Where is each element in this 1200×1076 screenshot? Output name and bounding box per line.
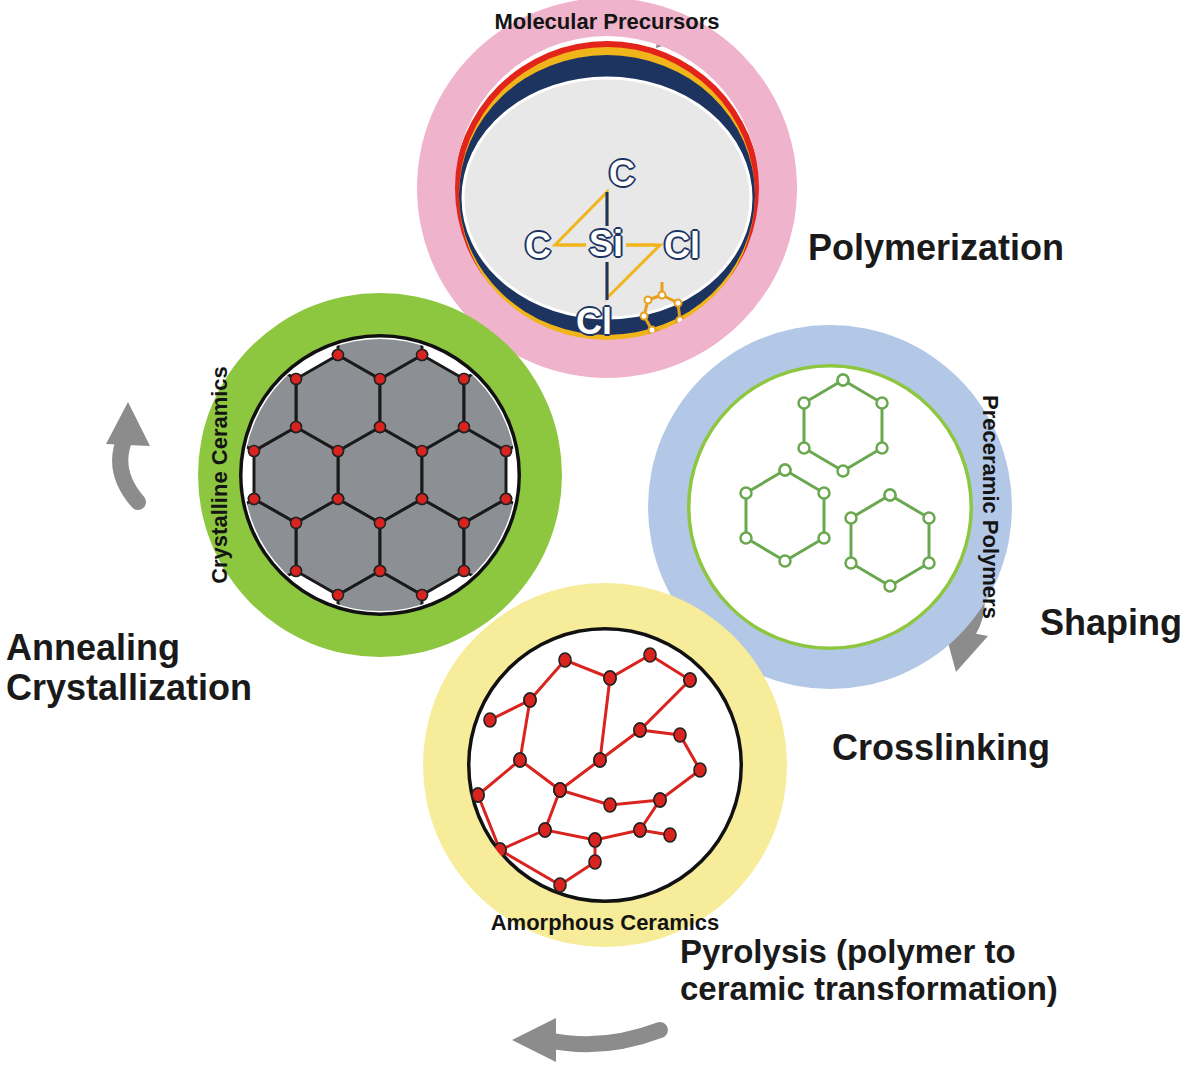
circle-title: Amorphous Ceramics	[491, 910, 720, 936]
atom-symbol: C	[525, 225, 551, 267]
step-label: Shaping	[1040, 603, 1182, 643]
polymer-illustration	[688, 365, 972, 649]
atom-symbol: Si	[586, 226, 626, 262]
arrow-heads	[106, 6, 988, 1062]
atom-symbol: C	[609, 153, 635, 195]
circle-title: Crystalline Ceramics	[207, 366, 233, 584]
ring-outline	[198, 293, 562, 657]
cycle-arrows	[120, 17, 977, 1045]
atom-symbol: Cl	[576, 301, 612, 343]
crystalline-circle: Crystalline Ceramics	[198, 293, 562, 657]
network-illustration	[468, 628, 742, 902]
ring-band	[198, 293, 562, 657]
step-label: Crosslinking	[832, 728, 1050, 768]
ring-band	[423, 583, 787, 947]
step-label: Annealing Crystallization	[6, 628, 336, 709]
circle-title: Preceramic Polymers	[977, 395, 1003, 619]
circle-title: Molecular Precursors	[495, 9, 720, 35]
step-label: Pyrolysis (polymer to ceramic transforma…	[680, 934, 1080, 1008]
atom-symbol: Cl	[664, 225, 700, 267]
amorphous-circle: Amorphous Ceramics	[423, 583, 787, 947]
ring-outline	[423, 583, 787, 947]
step-label: Polymerization	[808, 228, 1064, 268]
